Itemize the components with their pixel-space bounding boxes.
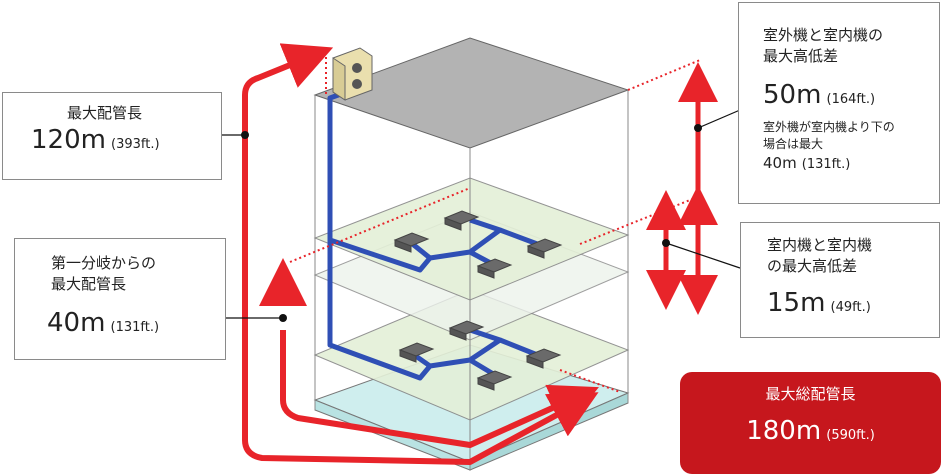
pipe-length-arrows	[242, 43, 599, 465]
first-branch-value: 40m	[47, 308, 106, 338]
max-pipe-length-value: 120m	[31, 125, 106, 155]
outdoor-indoor-unit: (164ft.)	[826, 92, 876, 107]
indoor-indoor-value: 15m	[767, 288, 826, 318]
indoor-indoor-height-box: 室内機と室内機 の最大高低差 15m (49ft.)	[740, 222, 940, 338]
outdoor-below-value: 40m	[763, 154, 797, 172]
max-pipe-length-box: 最大配管長 120m (393ft.)	[2, 92, 222, 180]
height-arrows	[646, 62, 718, 315]
outdoor-below-note-2: 場合は最大	[763, 137, 824, 151]
outdoor-unit-icon	[332, 47, 373, 101]
max-pipe-length-unit: (393ft.)	[111, 137, 160, 152]
first-branch-label-2: 最大配管長	[51, 275, 127, 293]
total-pipe-length-value: 180m	[746, 416, 822, 446]
total-pipe-length-label: 最大総配管長	[765, 385, 856, 403]
connector-dots	[241, 124, 702, 322]
callout-connectors	[222, 109, 741, 319]
first-branch-unit: (131ft.)	[110, 320, 160, 335]
total-pipe-length-box: 最大総配管長 180m (590ft.)	[680, 372, 941, 474]
outdoor-below-note-1: 室外機が室内機より下の	[763, 120, 895, 134]
outdoor-indoor-label-2: 最大高低差	[763, 47, 839, 65]
outdoor-indoor-label-1: 室外機と室内機の	[763, 26, 884, 44]
indoor-units-upper	[393, 210, 563, 279]
outdoor-indoor-value: 50m	[763, 80, 822, 110]
indoor-indoor-label-2: の最大高低差	[767, 257, 858, 275]
first-branch-label-1: 第一分岐からの	[51, 254, 157, 272]
max-pipe-length-label: 最大配管長	[67, 104, 143, 122]
outdoor-indoor-height-box: 室外機と室内機の 最大高低差 50m (164ft.) 室外機が室内機より下の …	[738, 2, 940, 204]
indoor-units-lower	[398, 320, 562, 391]
indoor-indoor-label-1: 室内機と室内機	[767, 236, 873, 254]
indoor-indoor-unit: (49ft.)	[830, 300, 871, 315]
first-branch-box: 第一分岐からの 最大配管長 40m (131ft.)	[14, 238, 226, 360]
total-pipe-length-unit: (590ft.)	[826, 428, 875, 443]
outdoor-below-unit: (131ft.)	[801, 157, 851, 172]
